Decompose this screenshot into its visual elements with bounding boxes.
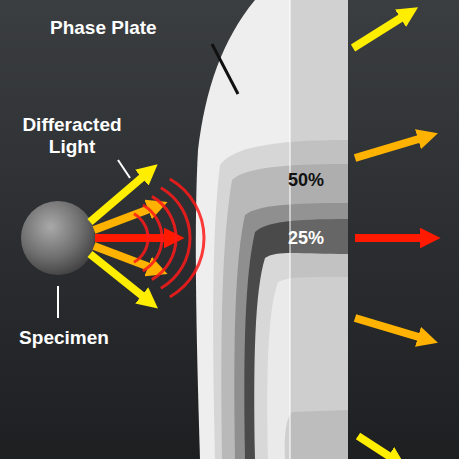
wavefront-arc	[152, 196, 176, 279]
output-arrows	[353, 16, 424, 458]
band-region: 50%	[288, 169, 324, 191]
wavefront-arc	[134, 214, 148, 263]
phase-plate	[196, 0, 348, 459]
diffracted-arrows	[90, 175, 168, 298]
wavefront-arc	[161, 188, 190, 289]
leader-lines	[212, 44, 238, 94]
part-label: Specimen	[4, 327, 124, 349]
wavefronts	[134, 179, 204, 297]
leader-lines-light	[58, 160, 130, 318]
wavefront-arc	[170, 179, 204, 297]
percentage-label: 25%	[288, 227, 324, 249]
band-region: 25%	[288, 227, 324, 249]
part-label: Differacted Light	[7, 114, 137, 158]
wavefront-arc	[143, 205, 162, 271]
part-label: Phase Plate	[50, 17, 157, 39]
specimen-sphere	[21, 201, 95, 275]
percentage-label: 50%	[288, 169, 324, 191]
